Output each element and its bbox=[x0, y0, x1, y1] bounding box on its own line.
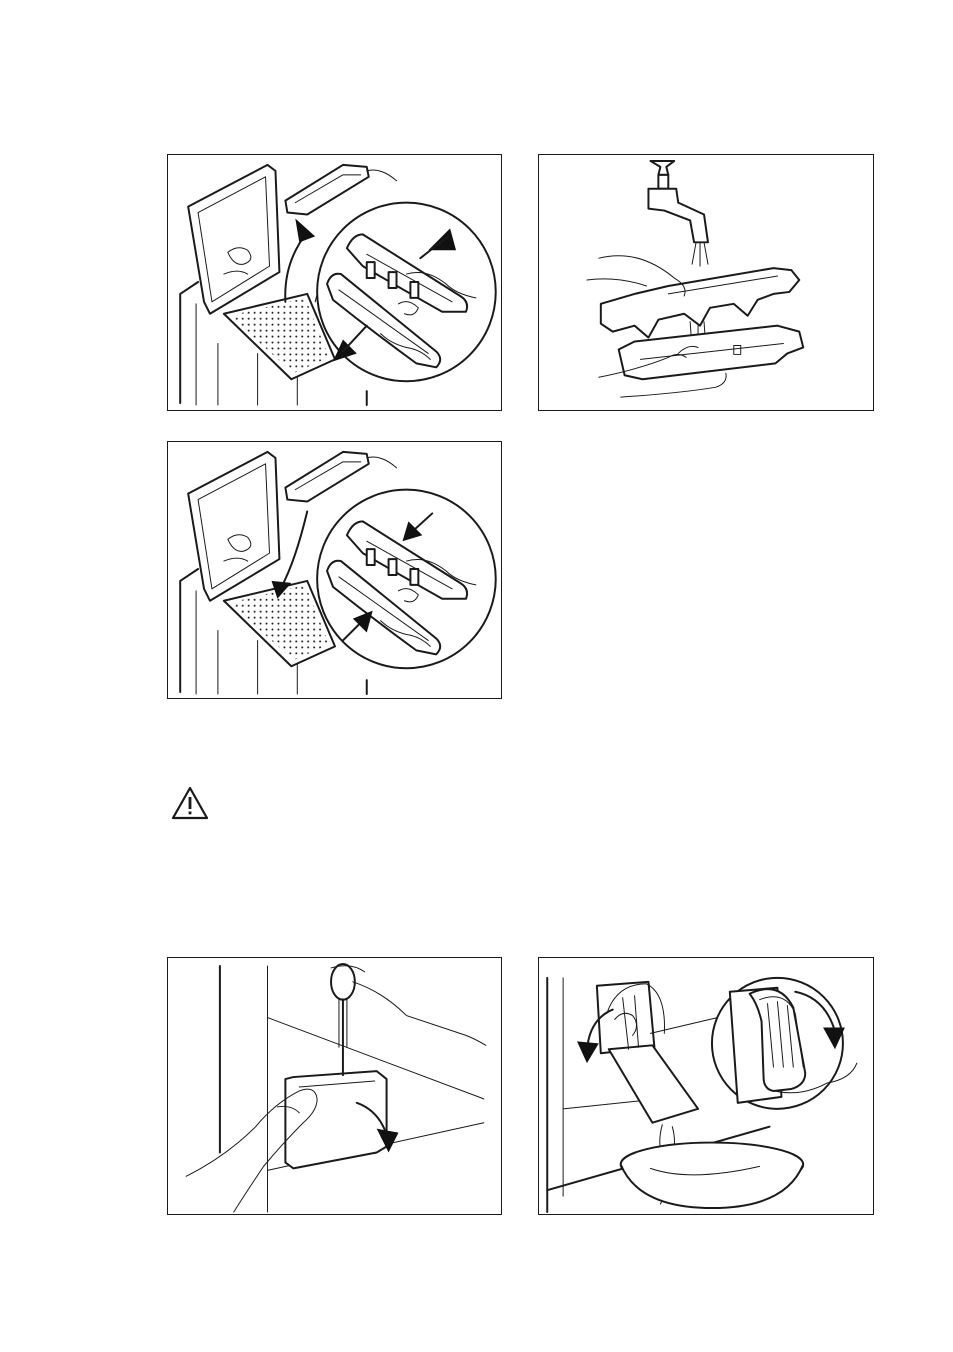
warning-triangle-icon bbox=[170, 785, 210, 821]
rinse-dispenser-under-tap-illustration bbox=[538, 154, 874, 411]
open-pump-flap-drawing bbox=[168, 958, 501, 1214]
rinse-dispenser-drawing bbox=[539, 155, 873, 410]
remove-dispenser-drawing bbox=[168, 155, 501, 410]
drain-filter-illustration bbox=[538, 957, 874, 1215]
open-pump-flap-illustration bbox=[167, 957, 502, 1215]
reinsert-dispenser-drawing bbox=[168, 442, 501, 698]
drain-filter-drawing bbox=[539, 958, 873, 1214]
reinsert-dispenser-illustration bbox=[167, 441, 502, 699]
remove-dispenser-illustration bbox=[167, 154, 502, 411]
